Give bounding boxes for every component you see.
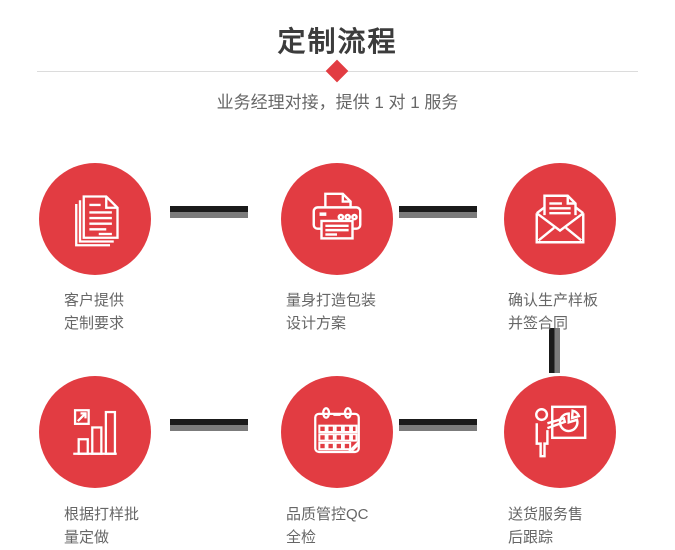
step-circle-presentation bbox=[504, 376, 616, 488]
step-label: 客户提供 定制要求 bbox=[64, 289, 124, 335]
step-label-line: 并签合同 bbox=[508, 315, 569, 332]
step-label-line: 品质管控QC bbox=[286, 506, 369, 523]
step-circle-documents bbox=[39, 163, 151, 275]
connector-step2-step3 bbox=[399, 206, 477, 218]
step-label: 根据打样批 量定做 bbox=[64, 503, 139, 549]
page-title: 定制流程 bbox=[277, 26, 398, 57]
step-label-line: 根据打样批 bbox=[64, 506, 140, 523]
step-label-line: 后跟踪 bbox=[508, 529, 554, 546]
documents-icon bbox=[75, 195, 119, 247]
envelope-letter-icon bbox=[535, 194, 585, 244]
connector-step4-step5 bbox=[170, 419, 248, 431]
step-label-line: 定制要求 bbox=[64, 315, 125, 332]
step-label: 量身打造包装 设计方案 bbox=[286, 289, 376, 335]
step-circle-envelope bbox=[504, 163, 616, 275]
printer-icon bbox=[312, 192, 362, 240]
step-label-line: 客户提供 bbox=[64, 292, 125, 309]
step-label-line: 设计方案 bbox=[286, 315, 347, 332]
bar-chart-icon bbox=[73, 409, 117, 455]
step-label-line: 量定做 bbox=[64, 529, 110, 546]
step-circle-printer bbox=[281, 163, 393, 275]
presentation-icon bbox=[535, 405, 587, 458]
step-label-line: 确认生产样板 bbox=[508, 292, 599, 309]
step-label-line: 送货服务售 bbox=[508, 506, 584, 523]
connector-step1-step2 bbox=[170, 206, 248, 218]
connector-step5-step6 bbox=[399, 419, 477, 431]
step-label: 品质管控QC 全检 bbox=[286, 503, 369, 549]
step-label-line: 量身打造包装 bbox=[286, 292, 377, 309]
step-label: 送货服务售 后跟踪 bbox=[508, 503, 583, 549]
diamond-icon bbox=[325, 59, 349, 83]
section-subtitle: 业务经理对接，提供 1 对 1 服务 bbox=[216, 93, 459, 112]
step-label: 确认生产样板 并签合同 bbox=[508, 289, 598, 335]
calendar-icon bbox=[314, 407, 360, 454]
step-circle-bar-chart bbox=[39, 376, 151, 488]
step-label-line: 全检 bbox=[286, 529, 317, 546]
connector-step3-step6 bbox=[549, 328, 560, 373]
step-circle-calendar bbox=[281, 376, 393, 488]
